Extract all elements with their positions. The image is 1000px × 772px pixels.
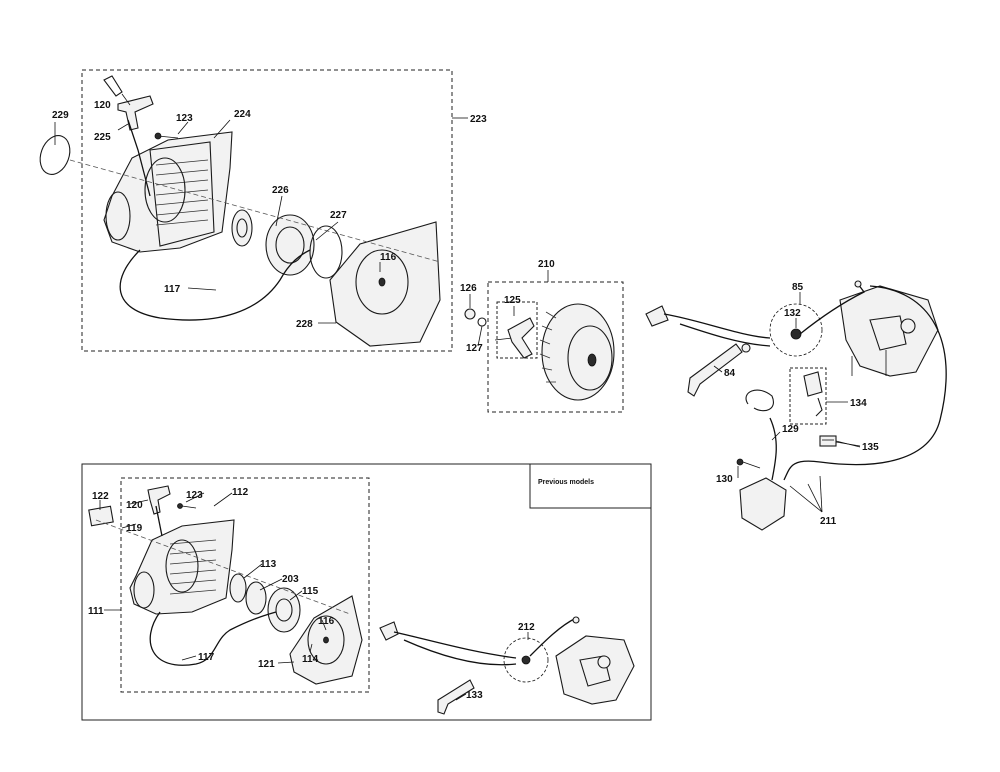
label-111: 111 bbox=[88, 606, 104, 617]
rewind-spring-226 bbox=[231, 209, 253, 247]
label-112: 112 bbox=[232, 487, 249, 498]
label-133: 133 bbox=[466, 690, 483, 701]
ignition-assembly-lower bbox=[379, 616, 635, 715]
label-116-lower: 116 bbox=[318, 616, 335, 627]
washer-127 bbox=[477, 317, 487, 327]
ground-wire-133 bbox=[437, 679, 475, 715]
previous-models-box bbox=[529, 463, 652, 509]
label-228: 228 bbox=[296, 319, 313, 330]
label-130: 130 bbox=[716, 474, 733, 485]
starter-rope-117-lower bbox=[149, 611, 277, 666]
coil-lead-129 bbox=[745, 389, 774, 412]
pulley-203 bbox=[245, 581, 267, 615]
group-223-frame bbox=[81, 69, 453, 352]
spring-113 bbox=[229, 573, 247, 603]
group-111-frame bbox=[81, 463, 652, 721]
starter-handle bbox=[117, 95, 154, 131]
label-225: 225 bbox=[94, 132, 111, 143]
label-119: 119 bbox=[126, 523, 143, 534]
label-84: 84 bbox=[724, 368, 736, 379]
pawl-125 bbox=[507, 317, 535, 359]
label-122: 122 bbox=[92, 491, 109, 502]
ignition-module bbox=[739, 477, 787, 531]
ground-wire-84 bbox=[687, 343, 743, 397]
pawl-frame bbox=[496, 301, 538, 359]
leader-lines bbox=[99, 93, 861, 701]
label-203: 203 bbox=[282, 574, 299, 585]
label-123-upper: 123 bbox=[176, 113, 193, 124]
ignition-cover-211 bbox=[839, 285, 939, 377]
decal-122 bbox=[88, 505, 114, 527]
label-116-upper: 116 bbox=[380, 252, 397, 263]
grommet-212-circle bbox=[503, 637, 549, 683]
label-127: 127 bbox=[466, 343, 483, 354]
label-227: 227 bbox=[330, 210, 347, 221]
starter-rope-117 bbox=[119, 249, 311, 321]
label-117-lower: 117 bbox=[198, 652, 215, 663]
flywheel-assembly bbox=[464, 301, 615, 401]
label-135: 135 bbox=[862, 442, 879, 453]
ignition-cable bbox=[783, 285, 947, 481]
switch-connector-lower bbox=[379, 621, 399, 641]
nut-126 bbox=[464, 308, 476, 320]
label-211: 211 bbox=[820, 516, 837, 527]
flywheel-210 bbox=[541, 303, 615, 401]
label-120-lower: 120 bbox=[126, 500, 143, 511]
starter-housing-112 bbox=[129, 519, 235, 615]
starter-assembly-upper bbox=[39, 75, 441, 347]
pulley-115 bbox=[267, 587, 301, 633]
label-212: 212 bbox=[518, 622, 535, 633]
ignition-assembly bbox=[645, 280, 947, 531]
pulley-227 bbox=[265, 214, 315, 276]
label-129: 129 bbox=[782, 424, 799, 435]
label-210: 210 bbox=[538, 259, 555, 270]
label-223: 223 bbox=[470, 114, 487, 125]
label-226: 226 bbox=[272, 185, 289, 196]
label-117-upper: 117 bbox=[164, 284, 181, 295]
label-85: 85 bbox=[792, 282, 804, 293]
label-126: 126 bbox=[460, 283, 477, 294]
label-224: 224 bbox=[234, 109, 251, 120]
starter-assembly-lower bbox=[88, 485, 363, 685]
label-120-upper: 120 bbox=[94, 100, 111, 111]
ignition-cover-lower bbox=[555, 635, 635, 705]
starter-housing-224 bbox=[103, 131, 233, 253]
label-121: 121 bbox=[258, 659, 275, 670]
grommet-85-circle bbox=[769, 303, 823, 357]
label-125: 125 bbox=[504, 295, 521, 306]
screw-130 bbox=[736, 458, 744, 466]
label-123-lower: 123 bbox=[186, 490, 203, 501]
grommet-132 bbox=[790, 328, 802, 340]
label-132: 132 bbox=[784, 308, 801, 319]
label-229: 229 bbox=[52, 110, 69, 121]
group-210-frame bbox=[487, 281, 624, 413]
label-115: 115 bbox=[302, 586, 319, 597]
part-labels: 229 120 225 123 224 223 226 227 116 117 … bbox=[52, 100, 879, 701]
decal-229 bbox=[39, 135, 71, 175]
label-114: 114 bbox=[302, 654, 319, 665]
previous-models-note: Previous models bbox=[538, 479, 594, 486]
label-113: 113 bbox=[260, 559, 277, 570]
starter-handle-lower bbox=[147, 485, 171, 515]
plug-boot-frame bbox=[789, 367, 827, 425]
switch-connector bbox=[645, 305, 669, 327]
label-134: 134 bbox=[850, 398, 867, 409]
